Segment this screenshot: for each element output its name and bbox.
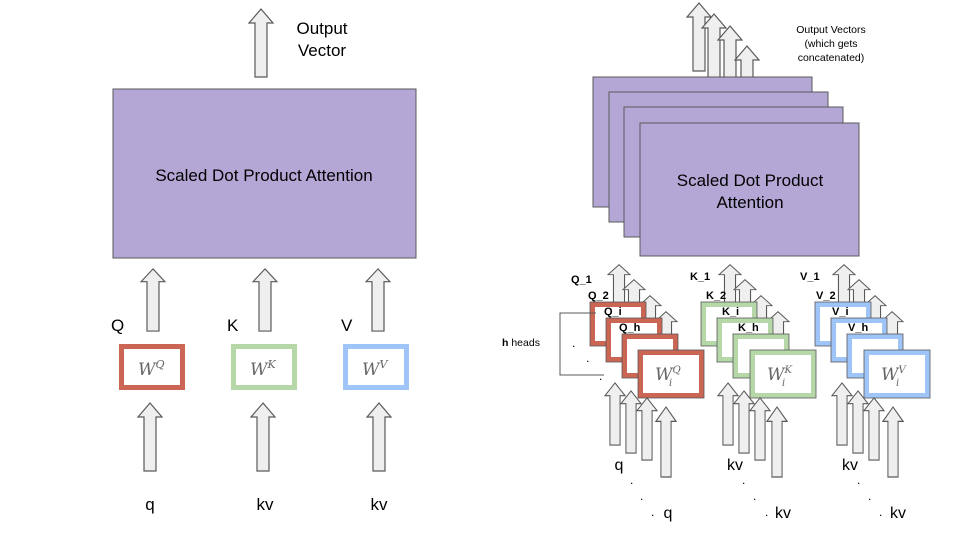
wvi-subscript: i (896, 378, 899, 389)
heads-dot-2: . (586, 351, 589, 365)
kv2-dot-3: . (879, 505, 882, 519)
q-dot-2: . (640, 489, 643, 503)
input-q-label: q (145, 495, 154, 514)
wki-subscript: i (782, 378, 785, 389)
k-head-label-h: K_h (738, 322, 759, 334)
k-in-arrow-icon-3 (749, 397, 771, 461)
kv2-dot-2: . (868, 489, 871, 503)
v-input-arrow-icon (366, 402, 392, 472)
wq-symbol: WQ (138, 358, 165, 380)
wki-symbol: WK (767, 365, 792, 385)
v-head-label-i: V_i (832, 306, 849, 318)
q-up-arrow-icon (140, 268, 166, 332)
k-input-arrow-icon (250, 402, 276, 472)
kv-input-top-1: kv (727, 457, 743, 474)
v-head-label-h: V_h (848, 322, 868, 334)
v-in-arrow-icon-1 (831, 382, 853, 446)
q-input-top: q (615, 457, 624, 474)
heads-dot-1: . (572, 336, 575, 350)
input-kv1-label: kv (257, 495, 275, 514)
q-in-arrow-icon-2 (620, 390, 642, 454)
kv-input-bottom-1: kv (775, 505, 791, 522)
right-multi-head: Output Vectors (which gets concatenated)… (502, 2, 931, 522)
kv1-dot-2: . (753, 489, 756, 503)
q-input-bottom: q (664, 505, 673, 522)
q-in-arrow-icon-1 (604, 382, 626, 446)
output-vectors-line2: (which gets (804, 38, 857, 50)
kv1-dot-1: . (742, 473, 745, 487)
q-dot-1: . (630, 473, 633, 487)
attention-front-line1: Scaled Dot Product (677, 171, 824, 190)
kv-input-bottom-2: kv (890, 505, 906, 522)
k-head-label-1: K_1 (690, 271, 710, 283)
q-head-label-h: Q_h (619, 322, 641, 334)
q-dot-3: . (651, 505, 654, 519)
v-up-arrow-icon (365, 268, 391, 332)
wqi-symbol: WQ (655, 365, 681, 385)
output-vectors-line3: concatenated) (798, 52, 865, 64)
k-up-arrow-icon (252, 268, 278, 332)
attention-front-line2: Attention (716, 193, 783, 212)
v-in-arrow-icon-2 (847, 390, 869, 454)
k-in-arrow-icon-2 (733, 390, 755, 454)
k-head-label-i: K_i (722, 306, 739, 318)
wv-symbol: WV (362, 358, 388, 380)
v-head-label-1: V_1 (800, 271, 820, 283)
output-vectors-line1: Output Vectors (796, 24, 865, 36)
wqi-subscript: i (669, 378, 672, 389)
q-head-label-2: Q_2 (588, 290, 609, 302)
output-label-line1: Output (296, 19, 347, 38)
kv-input-top-2: kv (842, 457, 858, 474)
proj-k-label: K (227, 316, 239, 335)
q-head-label-1: Q_1 (571, 274, 592, 286)
kv1-dot-3: . (765, 505, 768, 519)
proj-v-label: V (341, 316, 353, 335)
output-arrow-icon (248, 8, 274, 78)
v-head-label-2: V_2 (816, 290, 836, 302)
k-head-label-2: K_2 (706, 290, 726, 302)
heads-label: h heads (502, 337, 540, 349)
heads-dot-3: . (599, 369, 602, 383)
kv2-dot-1: . (857, 473, 860, 487)
attention-box-label: Scaled Dot Product Attention (155, 166, 372, 185)
v-in-arrow-icon-3 (863, 397, 885, 461)
wvi-symbol: WV (881, 365, 907, 385)
attention-box-front (639, 122, 860, 257)
output-label-line2: Vector (298, 41, 347, 60)
proj-q-label: Q (111, 316, 124, 335)
wk-symbol: WK (250, 358, 276, 380)
v-in-arrow-icon-4 (882, 406, 904, 478)
heads-bracket (559, 312, 604, 376)
q-in-arrow-icon-4 (655, 406, 677, 478)
q-in-arrow-icon-3 (636, 397, 658, 461)
left-single-head: Output Vector Scaled Dot Product Attenti… (111, 8, 417, 514)
input-kv2-label: kv (371, 495, 389, 514)
k-in-arrow-icon-4 (766, 406, 788, 478)
attention-box (112, 88, 417, 259)
q-head-label-i: Q_i (604, 306, 622, 318)
k-in-arrow-icon-1 (717, 382, 739, 446)
q-input-arrow-icon (137, 402, 163, 472)
